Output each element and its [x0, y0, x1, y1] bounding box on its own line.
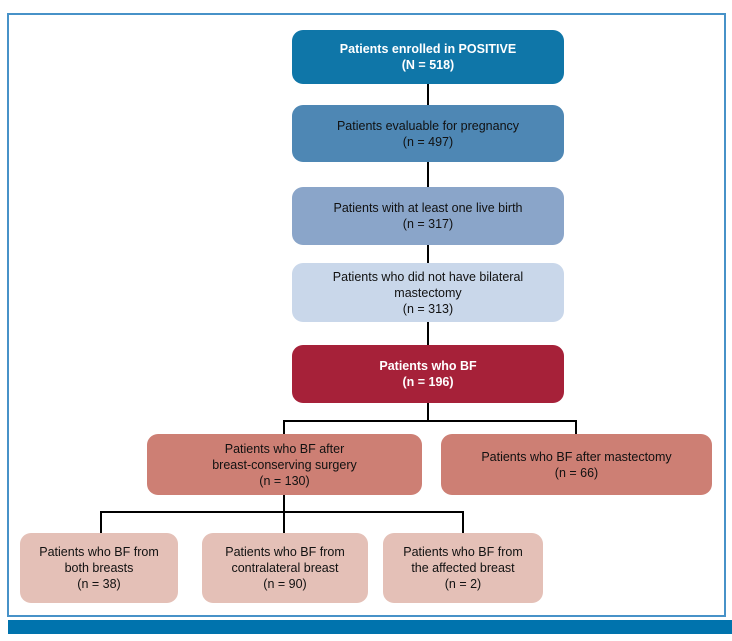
connector-line [427, 84, 429, 106]
node-bf-affected-breast: Patients who BF from the affected breast… [383, 533, 543, 603]
node-count: (n = 66) [554, 465, 599, 480]
node-enrolled: Patients enrolled in POSITIVE (N = 518) [292, 30, 564, 84]
node-label: Patients who BF after [224, 441, 345, 456]
node-live-birth: Patients with at least one live birth (n… [292, 187, 564, 245]
journal-footer-bar [8, 620, 732, 634]
node-label-line2: breast-conserving surgery [212, 457, 357, 472]
node-label: Patients who BF [379, 359, 477, 373]
node-count: (n = 130) [259, 473, 310, 488]
node-label: Patients who BF from [403, 545, 523, 559]
connector-branch-line [100, 511, 464, 513]
node-count: (n = 317) [402, 217, 454, 231]
node-bf-bcs: Patients who BF after breast-conserving … [147, 434, 422, 495]
connector-line [575, 420, 577, 435]
node-label: Patients evaluable for pregnancy [336, 118, 520, 133]
node-bf-contralateral: Patients who BF from contralateral breas… [202, 533, 368, 603]
node-count: (N = 518) [401, 58, 455, 72]
figure-border [7, 13, 726, 617]
node-label: Patients who did not have bilateral [332, 269, 524, 284]
node-count: (n = 313) [402, 301, 454, 316]
connector-line [100, 511, 102, 534]
connector-line [427, 162, 429, 188]
node-count: (n = 38) [77, 577, 121, 591]
node-label: Patients enrolled in POSITIVE [339, 42, 517, 56]
connector-line [462, 511, 464, 534]
connector-line [427, 403, 429, 422]
connector-line [427, 245, 429, 264]
node-label-line2: mastectomy [394, 285, 462, 300]
node-count: (n = 497) [402, 134, 454, 149]
node-label: Patients who BF after mastectomy [481, 449, 672, 464]
node-bf: Patients who BF (n = 196) [292, 345, 564, 403]
node-label: Patients who BF from [39, 545, 159, 559]
connector-branch-line [283, 420, 577, 422]
node-label-line2: both breasts [64, 561, 134, 575]
connector-line [283, 495, 285, 513]
node-label: Patients who BF from [225, 545, 345, 559]
connector-line [283, 511, 285, 534]
node-label-line2: contralateral breast [231, 561, 339, 575]
node-bf-both-breasts: Patients who BF from both breasts (n = 3… [20, 533, 178, 603]
node-count: (n = 90) [263, 577, 307, 591]
node-no-bilateral-mastectomy: Patients who did not have bilateral mast… [292, 263, 564, 322]
connector-line [427, 322, 429, 346]
node-label-line2: the affected breast [411, 561, 515, 575]
node-label: Patients with at least one live birth [333, 201, 523, 215]
node-evaluable-pregnancy: Patients evaluable for pregnancy (n = 49… [292, 105, 564, 162]
node-count: (n = 2) [444, 577, 482, 591]
node-bf-mastectomy: Patients who BF after mastectomy (n = 66… [441, 434, 712, 495]
node-count: (n = 196) [402, 375, 454, 389]
connector-line [283, 420, 285, 435]
